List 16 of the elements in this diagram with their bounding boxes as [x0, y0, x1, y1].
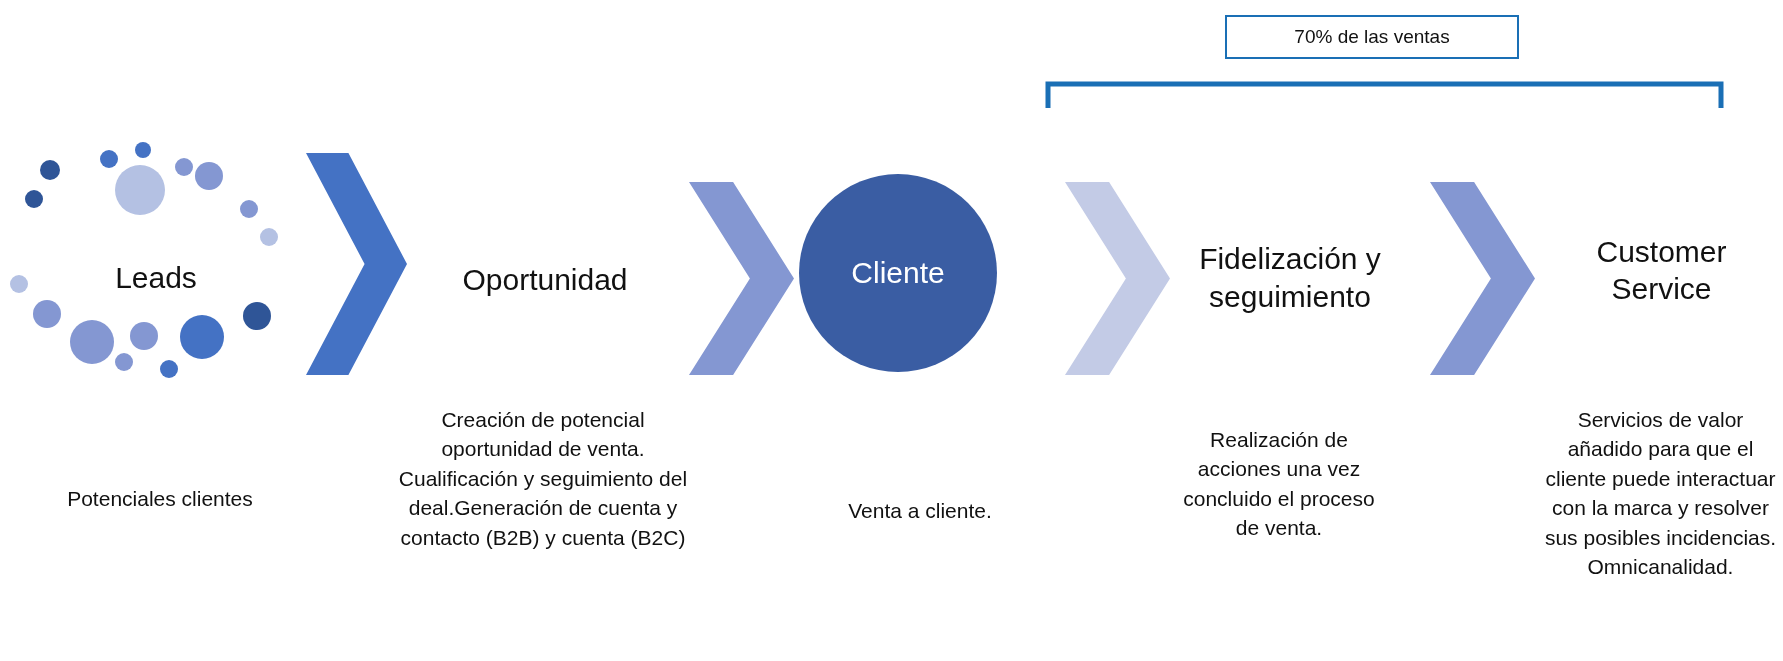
stage-description: Realización de acciones una vez concluido el proceso de venta.: [1182, 427, 1376, 542]
stage-description: Potenciales clientes: [66, 486, 254, 512]
stage-description: Venta a cliente.: [847, 498, 993, 524]
stage-title: Oportunidad: [462, 262, 628, 299]
stage-description: Servicios de valor añadido para que el cliente puede interactuar con la marca y resolver sus posibles incidencias. Omnicanalidad.: [1543, 407, 1778, 580]
stage-title: Customer Service: [1595, 233, 1728, 307]
chevron-arrow: [1430, 182, 1535, 375]
callout-text: 70% de las ventas: [1294, 25, 1450, 49]
stage-title: Cliente: [851, 255, 945, 292]
chevron-arrow: [689, 182, 794, 375]
chevron-arrow: [306, 153, 407, 375]
stage-title: Fidelización y seguimiento: [1198, 241, 1382, 315]
stage-description: Creación de potencial oportunidad de venta. Cualificación y seguimiento del deal.Generación de cuenta y contacto (B2B) y cuenta (B2C): [397, 407, 689, 551]
chevron-arrow: [1065, 182, 1170, 375]
stage-title: Leads: [115, 259, 197, 296]
callout-box: [1225, 15, 1519, 59]
